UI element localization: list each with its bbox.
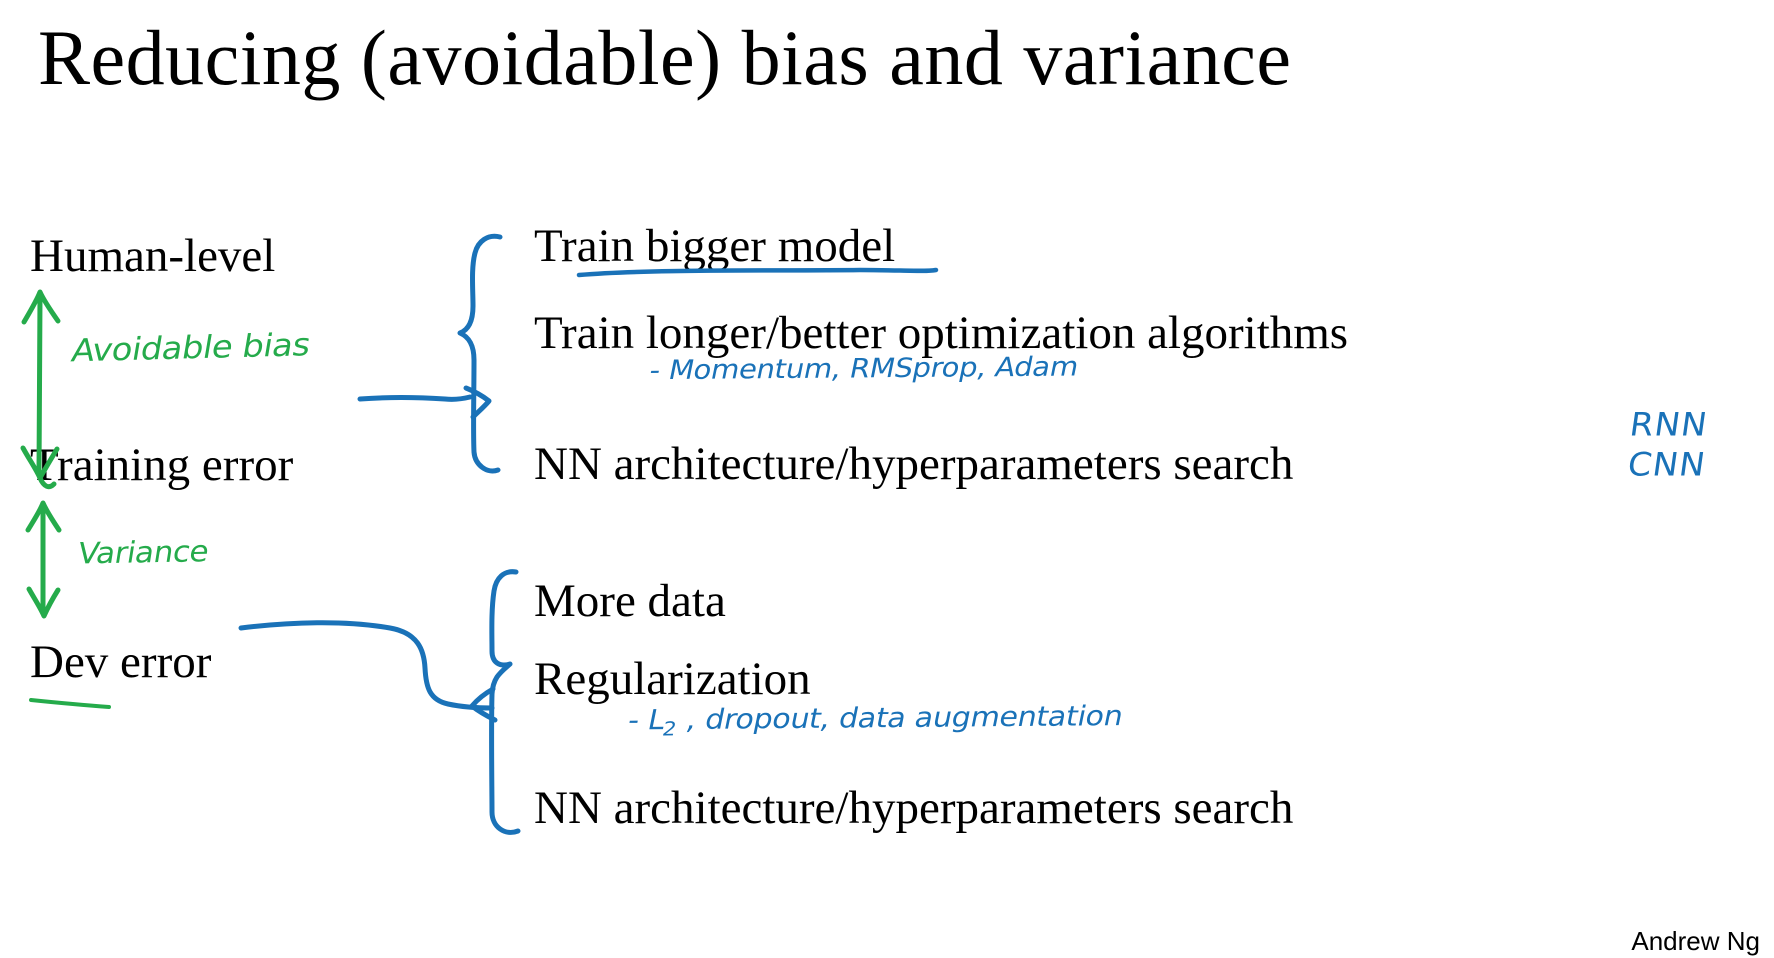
handwriting-optimization-algorithms-note: - Momentum, RMSprop, Adam [646, 350, 1082, 386]
bias-remedy-train-bigger-model: Train bigger model [534, 220, 896, 272]
bias-pointer-arrow-icon [357, 385, 492, 420]
variance-arrow-icon [25, 500, 62, 619]
variance-remedy-regularization: Regularization [534, 653, 811, 705]
handwriting-avoidable-bias: Avoidable bias [68, 325, 314, 370]
page-title: Reducing (avoidable) bias and variance [38, 14, 1292, 101]
handwriting-regularization-note: - L2 , dropout, data augmentation [624, 700, 1126, 740]
variance-brace-icon [489, 569, 521, 835]
handwriting-variance: Variance [75, 534, 212, 572]
variance-remedy-more-data: More data [534, 575, 726, 627]
bias-remedy-nn-architecture-search: NN architecture/hyperparameters search [534, 438, 1294, 490]
variance-pointer-arrow-icon [238, 620, 498, 723]
regularization-note-rest: , dropout, data augmentation [674, 700, 1126, 737]
variance-remedy-nn-architecture-search: NN architecture/hyperparameters search [534, 782, 1294, 834]
bias-remedy-train-longer: Train longer/better optimization algorit… [534, 307, 1349, 359]
label-dev-error: Dev error [30, 636, 212, 688]
label-human-level: Human-level [30, 230, 276, 282]
handwriting-cnn: CNN [1625, 446, 1709, 484]
label-training-error: Training error [30, 439, 294, 491]
handwriting-rnn: RNN [1627, 406, 1711, 444]
dev-error-underline [29, 698, 111, 709]
bias-brace-icon [457, 233, 503, 474]
footer-credit: Andrew Ng [1631, 926, 1760, 956]
